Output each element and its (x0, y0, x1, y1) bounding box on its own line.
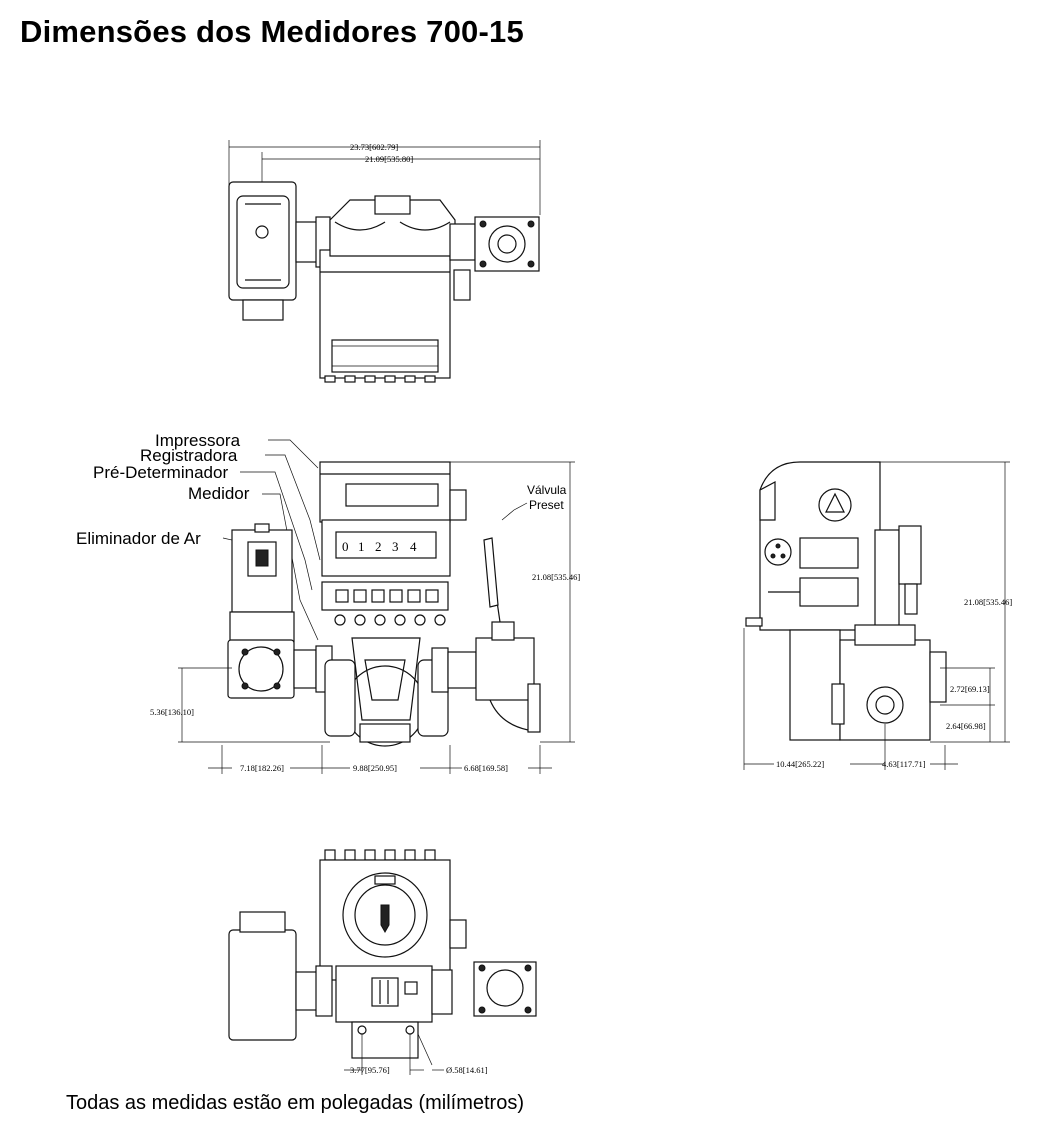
counter-digit: 4 (410, 539, 417, 554)
counter-digit: 2 (375, 539, 382, 554)
front-dim-center: 9.88[250.95] (353, 763, 397, 773)
side-dim-offset: 4.63[117.71] (882, 759, 926, 769)
side-dim-upper: 2.72[69.13] (950, 684, 990, 694)
bottom-dim-spacing: 3.77[95.76] (350, 1065, 390, 1075)
counter-digit: 3 (392, 539, 399, 554)
callout-registradora: Registradora (140, 446, 238, 465)
bottom-dim-hole: Ø.58[14.61] (446, 1065, 488, 1075)
front-dim-inlet-height: 5.36[136.10] (150, 707, 194, 717)
side-dim-width: 10.44[265.22] (776, 759, 824, 769)
top-dim-overall: 23.73[602.79] (350, 142, 398, 152)
counter-digit: 1 (358, 539, 365, 554)
top-dim-inner: 21.09[535.80] (365, 154, 413, 164)
callout-valvula: Válvula (527, 483, 567, 497)
page-title: Dimensões dos Medidores 700-15 (20, 14, 524, 49)
bottom-view: 3.77[95.76] Ø.58[14.61] (228, 849, 537, 1075)
callout-preset: Preset (529, 498, 564, 512)
top-view: 23.73[602.79] 21.09[535.80] (228, 140, 541, 383)
callout-eliminador: Eliminador de Ar (76, 529, 201, 548)
callout-pre-determinador: Pré-Determinador (93, 463, 228, 482)
callout-impressora: Impressora (155, 431, 241, 450)
side-dim-lower: 2.64[66.98] (946, 721, 986, 731)
counter-digit: 0 (342, 539, 349, 554)
callout-medidor: Medidor (188, 484, 250, 503)
front-dim-left: 7.18[182.26] (240, 763, 284, 773)
front-dim-height: 21.08[535.46] (532, 572, 580, 582)
side-dim-height: 21.08[535.46] (964, 597, 1012, 607)
front-dim-right: 6.68[169.58] (464, 763, 508, 773)
side-view: 21.08[535.46] 2.72[69.13] 2.64[66.98] 10… (743, 461, 1012, 770)
counter-digits: 0 1 2 3 4 (342, 539, 417, 554)
front-view: Impressora Registradora Pré-Determinador… (76, 431, 580, 774)
units-footnote: Todas as medidas estão em polegadas (mil… (66, 1092, 524, 1114)
